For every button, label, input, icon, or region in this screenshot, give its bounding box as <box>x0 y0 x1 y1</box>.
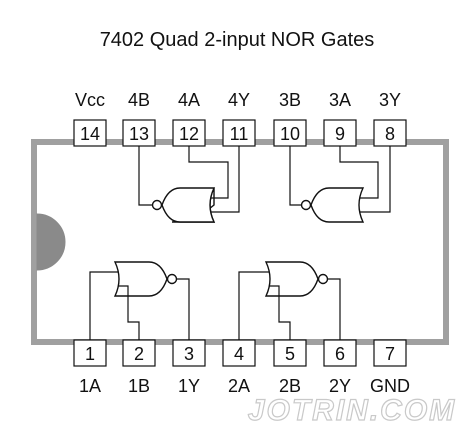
input-wire <box>360 146 391 213</box>
pin-box <box>73 339 107 367</box>
pin-number: 12 <box>179 124 199 144</box>
pin-label: 4B <box>128 90 150 110</box>
pin-label: 4Y <box>228 90 250 110</box>
pin-label: GND <box>370 376 410 396</box>
pin-number: 4 <box>234 344 244 364</box>
nor-gate-3 <box>289 146 391 223</box>
bottom-pins: 1 2 3 4 5 6 7 <box>73 339 407 367</box>
pin-box <box>373 339 407 367</box>
pin-box <box>222 119 256 147</box>
pin-number: 3 <box>184 344 194 364</box>
pin-label: 2B <box>279 376 301 396</box>
pin-number: 11 <box>230 124 249 144</box>
pin-box <box>373 119 407 147</box>
pin-label: 3B <box>279 90 301 110</box>
nor-gate-body <box>310 187 365 223</box>
pin-label: 2A <box>228 376 250 396</box>
nor-gate-body <box>161 187 216 223</box>
package-notch <box>36 213 66 271</box>
output-wire <box>328 278 341 340</box>
output-wire <box>289 146 301 206</box>
input-wire <box>339 146 379 199</box>
inverter-bubble <box>300 199 312 211</box>
input-wire <box>269 285 291 340</box>
top-pins: 14 13 12 11 10 9 8 <box>73 119 407 147</box>
watermark-text: JOTRIN.COM <box>248 394 456 426</box>
pin-box <box>273 339 307 367</box>
ic-package-body <box>31 139 449 345</box>
pin-box <box>172 339 206 367</box>
output-wire <box>138 146 152 206</box>
nor-gate-4 <box>138 146 240 223</box>
pin-number: 5 <box>285 344 295 364</box>
pin-number: 8 <box>385 124 395 144</box>
nor-gate-2 <box>238 261 341 340</box>
pin-label: 4A <box>178 90 200 110</box>
pin-box <box>172 119 206 147</box>
input-wire <box>238 271 269 340</box>
pin-number: 2 <box>134 344 144 364</box>
pin-number: 9 <box>335 124 345 144</box>
nor-gate-1 <box>89 261 190 340</box>
bottom-pin-labels: 1A 1B 1Y 2A 2B 2Y GND <box>79 376 410 396</box>
pin-label: 2Y <box>329 376 351 396</box>
pin-label: 3Y <box>379 90 401 110</box>
pin-box <box>73 119 107 147</box>
pin-number: 6 <box>335 344 345 364</box>
pin-label: 1B <box>128 376 150 396</box>
inverter-bubble <box>166 273 178 285</box>
pin-box <box>222 339 256 367</box>
pin-number: 1 <box>85 344 95 364</box>
input-wire <box>118 285 140 340</box>
pin-number: 10 <box>280 124 300 144</box>
input-wire <box>211 146 240 213</box>
pin-label: 1Y <box>178 376 200 396</box>
pin-label: 1A <box>79 376 101 396</box>
top-pin-labels: Vcc 4B 4A 4Y 3B 3A 3Y <box>75 90 401 110</box>
pin-box <box>323 119 357 147</box>
pin-label: 3A <box>329 90 351 110</box>
output-wire <box>177 278 190 340</box>
input-wire <box>188 146 229 199</box>
nor-gate-body <box>113 261 168 297</box>
pin-number: 14 <box>80 124 100 144</box>
pin-box <box>122 339 156 367</box>
inverter-bubble <box>151 199 163 211</box>
pin-box <box>323 339 357 367</box>
pin-number: 13 <box>129 124 149 144</box>
nor-gate-body <box>264 261 319 297</box>
input-wire <box>89 271 118 340</box>
diagram-title: 7402 Quad 2-input NOR Gates <box>100 29 375 51</box>
pin-label: Vcc <box>75 90 105 110</box>
pin-number: 7 <box>385 344 395 364</box>
inverter-bubble <box>317 273 329 285</box>
